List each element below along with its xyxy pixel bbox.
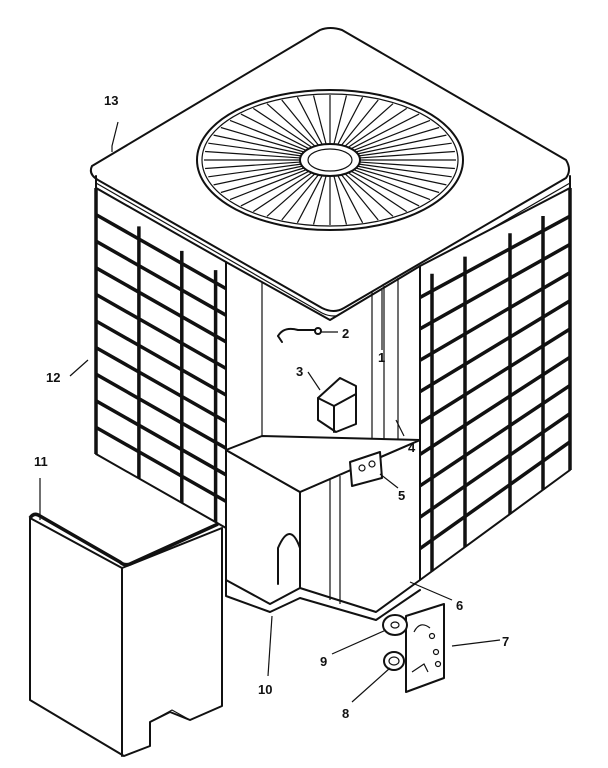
- part-3-angle-bracket: [317, 377, 357, 433]
- callout-8: 8: [342, 706, 349, 721]
- part-2-bracket: [277, 327, 322, 343]
- callout-4: 4: [408, 440, 416, 455]
- callout-2: 2: [342, 326, 349, 341]
- callout-1: 1: [378, 350, 385, 365]
- callout-5: 5: [398, 488, 405, 503]
- callout-10: 10: [258, 682, 272, 697]
- callout-13: 13: [104, 93, 118, 108]
- leader-lines: [39, 121, 501, 703]
- callout-9: 9: [320, 654, 327, 669]
- part-8-plug: [383, 651, 405, 671]
- callout-7: 7: [502, 634, 509, 649]
- base-pan: [225, 435, 421, 621]
- callout-12: 12: [46, 370, 60, 385]
- part-5-mounting-plate: [349, 451, 383, 487]
- left-coil-guard: [94, 187, 227, 529]
- callout-11: 11: [34, 454, 48, 469]
- service-panel: [28, 512, 223, 757]
- callout-6: 6: [456, 598, 463, 613]
- callouts: 13 12 11 1 2 3 4 5 6 7 9 8 10: [34, 93, 509, 721]
- right-coil-guard: [418, 187, 572, 581]
- fan-grille: [196, 89, 464, 231]
- part-9-grommet: [382, 614, 408, 636]
- part-7-access-plate: [405, 603, 445, 693]
- callout-3: 3: [296, 364, 303, 379]
